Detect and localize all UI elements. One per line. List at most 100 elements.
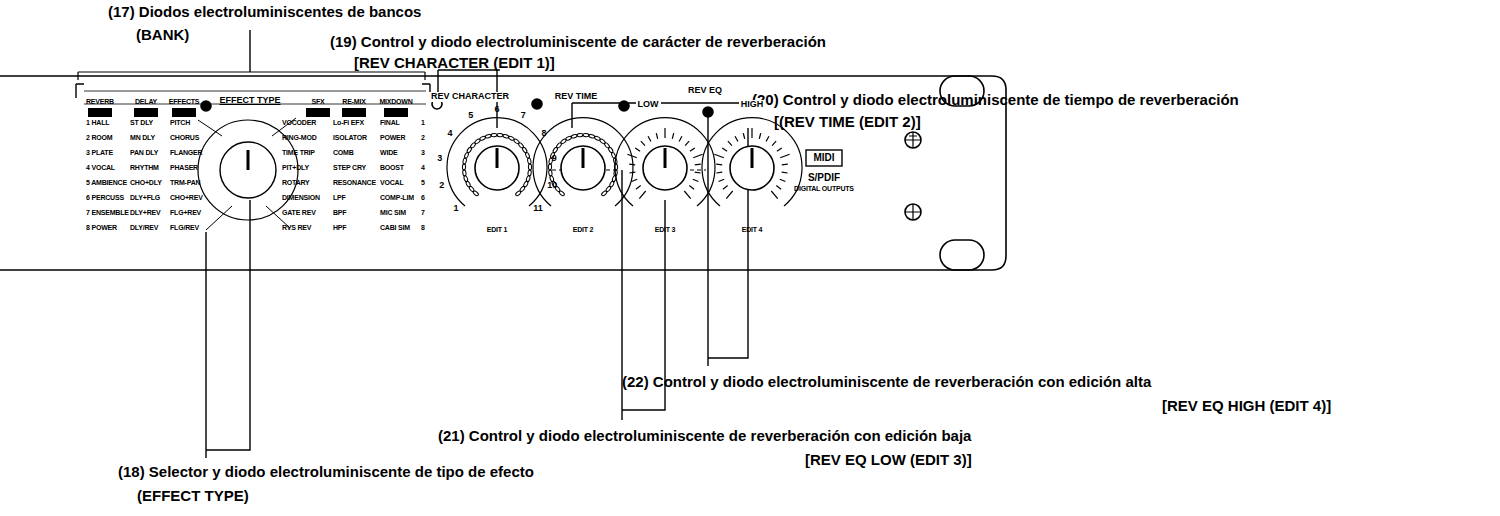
- knob-pointer: [664, 148, 667, 168]
- panel-label: MIXDOWN: [379, 98, 412, 106]
- panel-label: ST DLY: [130, 119, 153, 127]
- panel-label: PIT+DLY: [282, 164, 309, 172]
- panel-label: COMB: [333, 149, 354, 157]
- knob-bezel: [702, 118, 802, 206]
- scale-tick: [641, 141, 645, 146]
- callout-label: (19) Control y diodo electroluminiscente…: [330, 34, 826, 51]
- panel-label: 7: [421, 209, 425, 217]
- led-segment: [515, 190, 522, 196]
- panel-label: PHASER: [170, 164, 198, 172]
- scale-tick: [772, 141, 776, 146]
- panel-label: TRM-PAN: [170, 179, 200, 187]
- panel-label: COMP-LIM: [380, 194, 414, 202]
- scale-tick: [679, 136, 682, 141]
- led-segment: [601, 190, 608, 196]
- scale-tick: [723, 186, 728, 190]
- panel-label: LOW: [636, 100, 661, 110]
- led-segment: [583, 133, 589, 137]
- panel-label: FINAL: [380, 119, 400, 127]
- led-segment: [528, 170, 532, 176]
- scale-tick: [714, 154, 723, 157]
- panel-label: REVERB: [86, 98, 114, 106]
- panel-label: 6: [495, 105, 500, 115]
- led-segment: [497, 133, 503, 137]
- callout-label: [(REV TIME (EDIT 2)]: [774, 114, 921, 131]
- rotary-knob: [702, 118, 802, 206]
- scale-tick: [664, 128, 665, 138]
- callout-label: (18) Selector y diodo electroluminiscent…: [118, 464, 534, 481]
- panel-label: ROTARY: [282, 179, 310, 187]
- knob-pointer: [751, 148, 754, 168]
- panel-label: MIC SIM: [380, 209, 406, 217]
- panel-label: DLY+FLG: [130, 194, 160, 202]
- led-segment: [577, 133, 583, 137]
- midi-logo-box: [806, 150, 842, 166]
- panel-label: FLG+REV: [170, 209, 201, 217]
- panel-label: 6: [421, 194, 425, 202]
- scale-tick: [743, 133, 744, 139]
- panel-label: EFFECT TYPE: [220, 96, 281, 106]
- panel-label: DIGITAL OUTPUTS: [794, 185, 854, 193]
- knob-group: [447, 118, 802, 206]
- panel-label: REV CHARACTER: [429, 92, 511, 102]
- led-segment: [548, 164, 551, 170]
- screw: [905, 132, 921, 220]
- panel-label: CHO+REV: [170, 194, 203, 202]
- panel-label: DLY+REV: [130, 209, 160, 217]
- knob-bezel: [447, 118, 547, 206]
- knob-cap: [730, 146, 774, 190]
- scale-tick: [632, 179, 638, 181]
- panel-label: EDIT 2: [573, 226, 594, 234]
- knob-bezel: [615, 118, 715, 206]
- panel-label: 1: [454, 204, 459, 214]
- panel-label: CABI SIM: [380, 224, 410, 232]
- panel-label: EFFECTS: [169, 98, 200, 106]
- scale-tick: [635, 148, 640, 151]
- panel-label: 7 ENSEMBLE: [86, 209, 129, 217]
- panel-label: CHO+DLY: [130, 179, 162, 187]
- scale-tick: [695, 172, 701, 174]
- panel-label: 6 PERCUSS: [86, 194, 124, 202]
- led-segment: [491, 133, 497, 137]
- panel-label: 4: [421, 164, 425, 172]
- panel-label: 8: [541, 129, 546, 139]
- rotary-knob: [447, 118, 547, 206]
- scale-tick: [695, 164, 701, 166]
- panel-label: POWER: [380, 134, 405, 142]
- panel-label: HIGH: [739, 100, 766, 110]
- panel-label: RE-MIX: [342, 98, 365, 106]
- panel-label: 7: [521, 111, 526, 121]
- panel-label: 5: [468, 111, 473, 121]
- scale-tick: [759, 133, 760, 139]
- scale-tick: [689, 186, 694, 190]
- panel-label: 10: [547, 181, 557, 191]
- rotary-knob: [615, 118, 715, 206]
- scale-tick: [629, 164, 635, 166]
- callout-label: [REV CHARACTER (EDIT 1)]: [354, 55, 555, 72]
- knob-cap: [475, 146, 519, 190]
- knob-led: [703, 107, 713, 117]
- led-segment: [462, 170, 466, 176]
- panel-label: 3: [421, 149, 425, 157]
- scale-tick: [639, 191, 645, 199]
- led-segment: [571, 134, 578, 139]
- panel-label: RHYTHM: [130, 164, 159, 172]
- knob-cap: [643, 146, 687, 190]
- led-segment: [463, 175, 468, 182]
- scale-tick: [636, 186, 641, 190]
- led-segment: [485, 134, 492, 139]
- scale-tick: [629, 172, 635, 174]
- panel-label: RESONANCE: [333, 179, 376, 187]
- scale-tick: [776, 186, 781, 190]
- panel-label: RING-MOD: [282, 134, 317, 142]
- scale-tick: [672, 133, 673, 139]
- panel-label: 1: [421, 119, 425, 127]
- panel-label: SFX: [312, 98, 325, 106]
- callout-label: (BANK): [136, 27, 189, 44]
- panel-label: 8: [421, 224, 425, 232]
- scale-tick: [751, 128, 752, 138]
- panel-label: Lo-Fi EFX: [333, 119, 364, 127]
- knob-pointer: [582, 148, 585, 168]
- scale-tick: [719, 179, 725, 181]
- panel-label: RVS REV: [282, 224, 311, 232]
